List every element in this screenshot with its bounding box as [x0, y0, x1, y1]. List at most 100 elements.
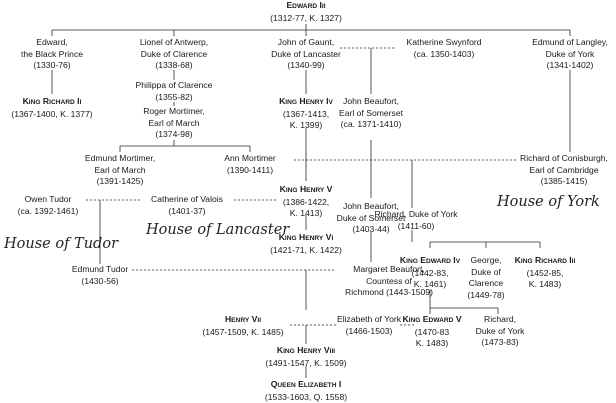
person-richard-duke-of-york-son: Richard, Duke of York (1473-83) — [476, 314, 525, 349]
person-margaret-beaufort: Margaret Beaufort, Countess of Richmond … — [345, 264, 433, 299]
person-name: HENRY VII — [224, 314, 262, 324]
person-line: Duke of York — [475, 325, 525, 336]
person-line: John Beaufort, — [343, 96, 399, 106]
person-dates: (1473-83) — [481, 337, 519, 348]
person-line: the Black Prince — [20, 48, 84, 59]
person-name: EDWARD III — [286, 0, 326, 10]
person-line: Katherine Swynford — [406, 37, 482, 47]
person-dates: (1367-1400, K. 1377) — [11, 108, 93, 119]
person-line: Earl of Somerset — [339, 107, 403, 118]
person-dates: (1491-1547, K. 1509) — [265, 357, 347, 368]
small-caps-fragment: II — [321, 3, 326, 10]
person-dates: K. 1413) — [289, 208, 323, 219]
person-ann-mortimer: Ann Mortimer (1390-1411) — [224, 153, 276, 176]
person-dates: (1385-1415) — [540, 176, 588, 187]
house-of-tudor-label: House of Tudor — [4, 236, 119, 252]
small-caps-fragment: ICHARD — [541, 258, 567, 265]
person-dates: (1466-1503) — [345, 325, 393, 336]
person-dates: (1430-56) — [81, 275, 119, 286]
small-caps-fragment: III — [329, 348, 336, 355]
small-caps-fragment: ING — [408, 317, 421, 324]
person-dates: (1457-1509, K. 1485) — [202, 326, 284, 337]
person-dates: (1401-37) — [168, 205, 206, 216]
small-caps-fragment: DWARD — [425, 258, 451, 265]
person-philippa-of-clarence: Philippa of Clarence (1355-82) — [136, 80, 213, 103]
small-caps-fragment: ING — [285, 187, 298, 194]
person-dates: (1403-44) — [352, 224, 390, 235]
person-henry-vii: HENRY VII (1457-1509, K. 1485) — [202, 314, 283, 338]
person-name: KING RICHARD II — [22, 96, 82, 106]
person-line: Earl of March — [94, 164, 146, 175]
person-line: Duke of Clarence — [140, 48, 208, 59]
person-name: KING EDWARD IV — [399, 255, 461, 265]
person-line: Edmund of Langley, — [532, 37, 608, 47]
person-richard-of-conisburgh: Richard of Conisburgh, Earl of Cambridge… — [520, 153, 608, 188]
person-edmund-tudor: Edmund Tudor (1430-56) — [72, 264, 128, 287]
small-caps-fragment: ING — [283, 348, 295, 355]
person-king-henry-iv: KING HENRY IV (1367-1413, K. 1399) — [279, 96, 333, 132]
person-john-of-gaunt: John of Gaunt, Duke of Lancaster (1340-9… — [271, 37, 341, 72]
person-line: (1470-83 — [414, 326, 450, 337]
small-caps-fragment: ENRY — [305, 235, 324, 242]
person-line: Richard, — [483, 314, 516, 324]
small-caps-fragment: I — [331, 235, 334, 242]
person-queen-elizabeth-i: QUEEN ELIZABETH I (1533-1603, Q. 1558) — [265, 379, 347, 403]
person-george-duke-of-clarence: George, Duke of Clarence (1449-78) — [467, 255, 504, 301]
small-caps-fragment: ENRY — [306, 187, 325, 194]
person-dates: (1449-78) — [467, 289, 505, 300]
person-line: Catherine of Valois — [151, 194, 223, 204]
person-line: (1386-1422, — [282, 196, 330, 207]
person-king-richard-ii: KING RICHARD II (1367-1400, K. 1377) — [11, 96, 92, 120]
person-dates: K. 1483) — [528, 279, 562, 290]
small-caps-fragment: DWARD — [292, 3, 318, 10]
person-dates: (ca. 1350-1403) — [413, 48, 475, 59]
person-dates: K. 1461) — [413, 279, 447, 290]
person-line: Duke of Lancaster — [271, 48, 341, 59]
person-name: KING HENRY IV — [279, 96, 333, 106]
small-caps-fragment: ENRY — [231, 317, 250, 324]
small-caps-fragment: V — [328, 99, 333, 106]
person-king-henry-v: KING HENRY V (1386-1422, K. 1413) — [280, 184, 333, 220]
person-dates: (1330-76) — [33, 60, 71, 71]
small-caps-fragment: LIZABETH — [303, 382, 337, 389]
small-caps-fragment: ENRY — [303, 348, 322, 355]
person-line: Duke of Somerset — [336, 212, 406, 223]
small-caps-fragment: V — [455, 258, 461, 265]
person-line: Duke of — [471, 266, 501, 277]
small-caps-fragment: ENRY — [305, 99, 324, 106]
person-line: Edmund Mortimer, — [84, 153, 156, 163]
person-line: Earl of March — [148, 117, 200, 128]
person-katherine-swynford: Katherine Swynford (ca. 1350-1403) — [407, 37, 482, 60]
person-line: Lionel of Antwerp, — [139, 37, 209, 47]
person-line: (1442-83, — [411, 267, 449, 278]
person-line: Owen Tudor — [24, 194, 72, 204]
person-name: QUEEN ELIZABETH I — [270, 379, 342, 389]
person-elizabeth-of-york: Elizabeth of York (1466-1503) — [337, 314, 401, 337]
small-caps-fragment: ING — [284, 235, 297, 242]
person-dates: (1341-1402) — [546, 60, 594, 71]
person-dates: (1533-1603, Q. 1558) — [264, 391, 348, 402]
person-lionel-of-antwerp: Lionel of Antwerp, Duke of Clarence (133… — [140, 37, 208, 72]
person-line: Roger Mortimer, — [143, 106, 205, 116]
person-dates: (1421-71, K. 1422) — [270, 244, 342, 255]
person-king-edward-v: KING EDWARD V (1470-83 K. 1483) — [402, 314, 461, 350]
person-line: Elizabeth of York — [336, 314, 402, 324]
person-dates: (1390-1411) — [226, 164, 274, 175]
small-caps-fragment: ING — [285, 99, 298, 106]
person-line: Ann Mortimer — [224, 153, 276, 163]
person-dates: (1411-60) — [397, 220, 435, 231]
person-dates: (1355-82) — [155, 91, 193, 102]
person-line: Margaret Beaufort, — [353, 264, 425, 274]
person-line: Clarence — [468, 278, 504, 289]
person-line: George, — [470, 255, 502, 265]
person-dates: (1338-68) — [155, 60, 193, 71]
person-line: Philippa of Clarence — [135, 80, 213, 90]
person-edward-iii: EDWARD III (1312-77, K. 1327) — [270, 0, 342, 24]
person-dates: Richmond (1443-1509) — [345, 287, 433, 298]
person-dates: (1340-99) — [287, 60, 325, 71]
person-catherine-of-valois: Catherine of Valois (1401-37) — [151, 194, 223, 217]
small-caps-fragment: II — [257, 317, 262, 324]
person-line: John of Gaunt, — [277, 37, 335, 47]
person-king-richard-iii: KING RICHARD III (1452-85, K. 1483) — [515, 255, 576, 291]
